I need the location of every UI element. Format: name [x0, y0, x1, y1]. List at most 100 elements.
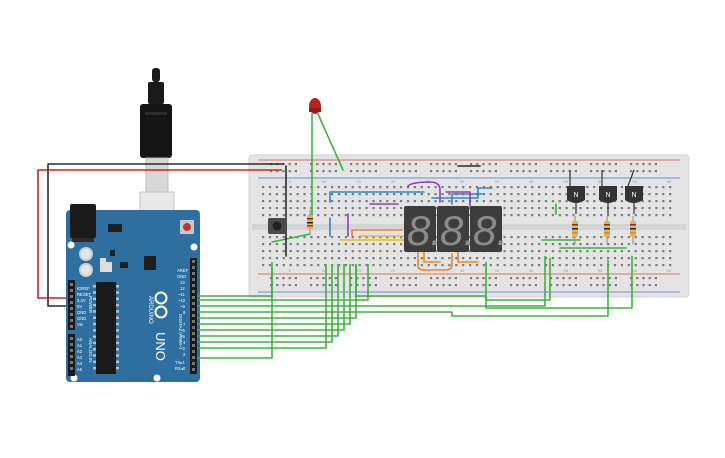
breadboard-hole[interactable] [607, 250, 610, 253]
breadboard-hole[interactable] [282, 207, 285, 210]
breadboard-hole[interactable] [372, 200, 375, 203]
breadboard-hole[interactable] [434, 257, 437, 260]
breadboard-hole[interactable] [275, 214, 278, 217]
breadboard-hole[interactable] [322, 170, 325, 173]
breadboard-hole[interactable] [600, 257, 603, 260]
breadboard-hole[interactable] [448, 170, 451, 173]
breadboard-hole[interactable] [470, 163, 473, 166]
breadboard-hole[interactable] [620, 207, 623, 210]
breadboard-hole[interactable] [517, 214, 520, 217]
breadboard-hole[interactable] [494, 170, 497, 173]
breadboard-hole[interactable] [648, 186, 651, 189]
breadboard-hole[interactable] [351, 250, 354, 253]
breadboard-hole[interactable] [344, 200, 347, 203]
breadboard-hole[interactable] [593, 186, 596, 189]
breadboard-hole[interactable] [503, 264, 506, 267]
breadboard-hole[interactable] [310, 243, 313, 246]
breadboard-hole[interactable] [324, 214, 327, 217]
breadboard-hole[interactable] [551, 250, 554, 253]
breadboard-hole[interactable] [517, 207, 520, 210]
breadboard-hole[interactable] [288, 170, 291, 173]
breadboard-hole[interactable] [379, 257, 382, 260]
breadboard-hole[interactable] [528, 170, 531, 173]
breadboard-hole[interactable] [275, 250, 278, 253]
breadboard-hole[interactable] [420, 186, 423, 189]
breadboard-hole[interactable] [324, 207, 327, 210]
breadboard-hole[interactable] [303, 250, 306, 253]
breadboard-hole[interactable] [365, 243, 368, 246]
breadboard-hole[interactable] [324, 236, 327, 239]
breadboard-hole[interactable] [669, 236, 672, 239]
breadboard-hole[interactable] [275, 207, 278, 210]
breadboard-hole[interactable] [442, 163, 445, 166]
breadboard-hole[interactable] [393, 257, 396, 260]
header-pin[interactable] [70, 289, 73, 292]
breadboard-hole[interactable] [275, 257, 278, 260]
breadboard-hole[interactable] [654, 277, 657, 280]
breadboard-hole[interactable] [627, 214, 630, 217]
breadboard-hole[interactable] [516, 284, 519, 287]
breadboard-hole[interactable] [282, 193, 285, 196]
breadboard-hole[interactable] [538, 214, 541, 217]
power-header[interactable] [68, 280, 75, 330]
breadboard-hole[interactable] [275, 243, 278, 246]
breadboard-hole[interactable] [276, 170, 279, 173]
breadboard-hole[interactable] [600, 243, 603, 246]
breadboard-hole[interactable] [655, 250, 658, 253]
breadboard-hole[interactable] [522, 284, 525, 287]
breadboard-hole[interactable] [475, 200, 479, 203]
breadboard-hole[interactable] [590, 170, 593, 173]
breadboard-hole[interactable] [386, 236, 389, 239]
breadboard-hole[interactable] [503, 186, 506, 189]
breadboard-hole[interactable] [365, 193, 368, 196]
breadboard-hole[interactable] [268, 207, 272, 210]
breadboard-hole[interactable] [351, 207, 354, 210]
breadboard-hole[interactable] [362, 170, 365, 173]
breadboard-hole[interactable] [408, 163, 411, 166]
breadboard-hole[interactable] [524, 193, 527, 196]
header-pin[interactable] [192, 290, 195, 293]
breadboard-hole[interactable] [374, 163, 377, 166]
breadboard-hole[interactable] [655, 243, 658, 246]
breadboard-hole[interactable] [310, 170, 313, 173]
breadboard-hole[interactable] [544, 193, 548, 196]
breadboard-hole[interactable] [593, 200, 596, 203]
breadboard-hole[interactable] [565, 236, 568, 239]
breadboard-hole[interactable] [489, 257, 492, 260]
breadboard-hole[interactable] [613, 207, 617, 210]
breadboard-hole[interactable] [414, 170, 417, 173]
breadboard-hole[interactable] [669, 207, 672, 210]
breadboard-hole[interactable] [454, 277, 457, 280]
breadboard-hole[interactable] [441, 193, 444, 196]
breadboard-hole[interactable] [524, 257, 527, 260]
breadboard-hole[interactable] [641, 200, 644, 203]
breadboard-hole[interactable] [565, 200, 568, 203]
breadboard-hole[interactable] [331, 243, 334, 246]
breadboard-hole[interactable] [328, 277, 331, 280]
breadboard-hole[interactable] [268, 243, 272, 246]
breadboard-hole[interactable] [368, 163, 371, 166]
breadboard-hole[interactable] [544, 214, 548, 217]
header-pin[interactable] [70, 367, 73, 370]
breadboard-hole[interactable] [531, 236, 534, 239]
breadboard-hole[interactable] [607, 214, 610, 217]
breadboard-hole[interactable] [522, 170, 525, 173]
breadboard-hole[interactable] [268, 186, 272, 189]
breadboard-hole[interactable] [358, 214, 361, 217]
breadboard-hole[interactable] [517, 193, 520, 196]
header-pin[interactable] [192, 338, 195, 341]
header-pin[interactable] [70, 307, 73, 310]
breadboard-hole[interactable] [538, 200, 541, 203]
breadboard-hole[interactable] [288, 163, 291, 166]
breadboard-hole[interactable] [572, 257, 575, 260]
breadboard-hole[interactable] [482, 284, 485, 287]
breadboard-hole[interactable] [442, 277, 445, 280]
breadboard-hole[interactable] [275, 264, 278, 267]
breadboard-hole[interactable] [648, 193, 651, 196]
breadboard-hole[interactable] [393, 243, 396, 246]
breadboard-hole[interactable] [648, 214, 651, 217]
breadboard-hole[interactable] [586, 243, 589, 246]
breadboard-hole[interactable] [289, 186, 292, 189]
breadboard-hole[interactable] [655, 264, 658, 267]
header-pin[interactable] [192, 362, 195, 365]
